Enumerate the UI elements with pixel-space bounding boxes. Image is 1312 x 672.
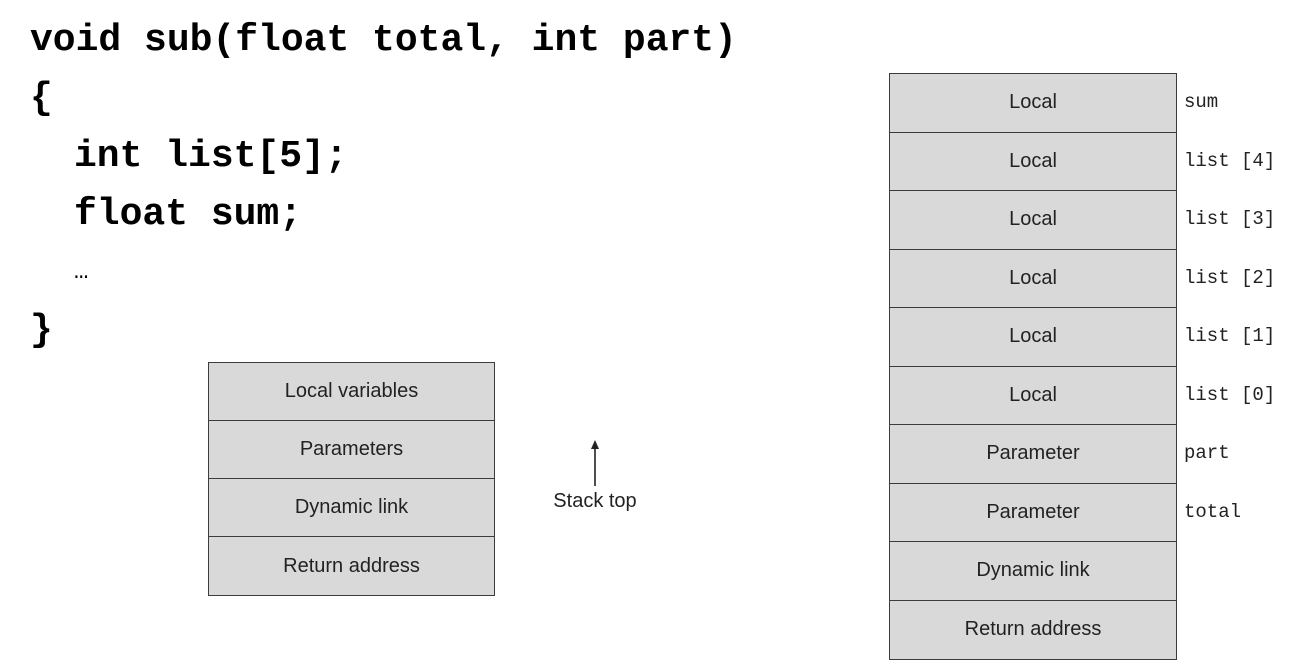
slot-label: list [1] [1184,325,1276,348]
record-cell: Return address [890,600,1176,659]
slot-label: part [1184,442,1230,465]
code-line: float sum; [74,193,303,236]
stack-top-indicator: Stack top [545,440,645,513]
record-cell: Dynamic link [209,479,494,537]
up-arrow-icon [591,440,599,486]
slot-label: list [3] [1184,208,1276,231]
record-cell: Parameters [209,421,494,479]
code-line: void sub(float total, int part) [30,19,737,62]
code-line: { [30,77,53,120]
code-line: } [30,309,53,352]
slot-label: list [0] [1184,383,1276,406]
record-cell: Parameter [890,425,1176,484]
record-cell: Local [890,249,1176,308]
slot-label: list [2] [1184,266,1276,289]
code-listing: void sub(float total, int part) { int li… [30,12,737,360]
code-line: int list[5]; [74,135,348,178]
record-cell: Local [890,308,1176,367]
record-cell: Dynamic link [890,542,1176,601]
record-cell: Local [890,191,1176,250]
slot-label: sum [1184,91,1219,114]
record-cell: Return address [209,537,494,595]
record-slot-labels: sum list [4] list [3] list [2] list [1] … [1184,73,1275,541]
record-cell: Local [890,366,1176,425]
record-cell: Parameter [890,483,1176,542]
code-line: … [74,259,89,286]
generic-activation-record: Local variables Parameters Dynamic link … [208,362,495,596]
record-cell: Local variables [209,363,494,421]
record-cell: Local [890,132,1176,191]
stack-top-label: Stack top [553,490,637,512]
sub-activation-record: Local Local Local Local Local Local Para… [889,73,1177,660]
slot-label: total [1184,500,1242,523]
record-cell: Local [890,74,1176,133]
slot-label: list [4] [1184,149,1276,172]
